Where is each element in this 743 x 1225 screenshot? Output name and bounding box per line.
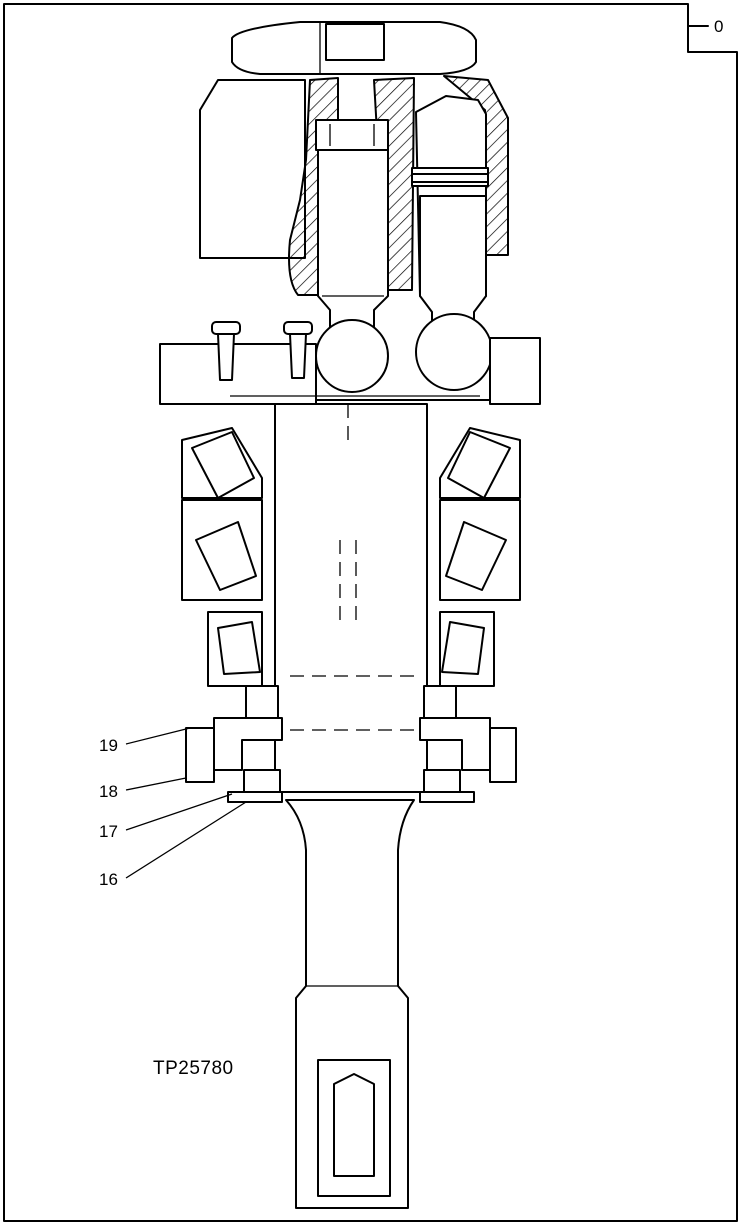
callout-19: 19: [99, 727, 191, 755]
page-border: [3, 3, 738, 1222]
callout-19-label: 19: [99, 736, 118, 755]
seal-housing: [185, 717, 517, 803]
bearing-left: [181, 427, 279, 719]
page-tab-marker: 0: [687, 17, 723, 36]
bearing-right: [423, 427, 521, 719]
callout-18-label: 18: [99, 782, 118, 801]
callout-17-label: 17: [99, 822, 118, 841]
piston-left: [315, 149, 389, 393]
callout-18: 18: [99, 777, 187, 801]
callout-16: 16: [99, 801, 247, 889]
figure-code: TP25780: [153, 1058, 234, 1079]
swashplate-flange: [159, 321, 541, 405]
output-shaft: [285, 799, 415, 1209]
cylinder-block-cap: [231, 21, 477, 75]
drive-shaft: [274, 403, 428, 793]
page-tab-label: 0: [714, 17, 723, 36]
piston-right: [415, 195, 493, 391]
callout-16-label: 16: [99, 870, 118, 889]
callout-17: 17: [99, 793, 233, 841]
